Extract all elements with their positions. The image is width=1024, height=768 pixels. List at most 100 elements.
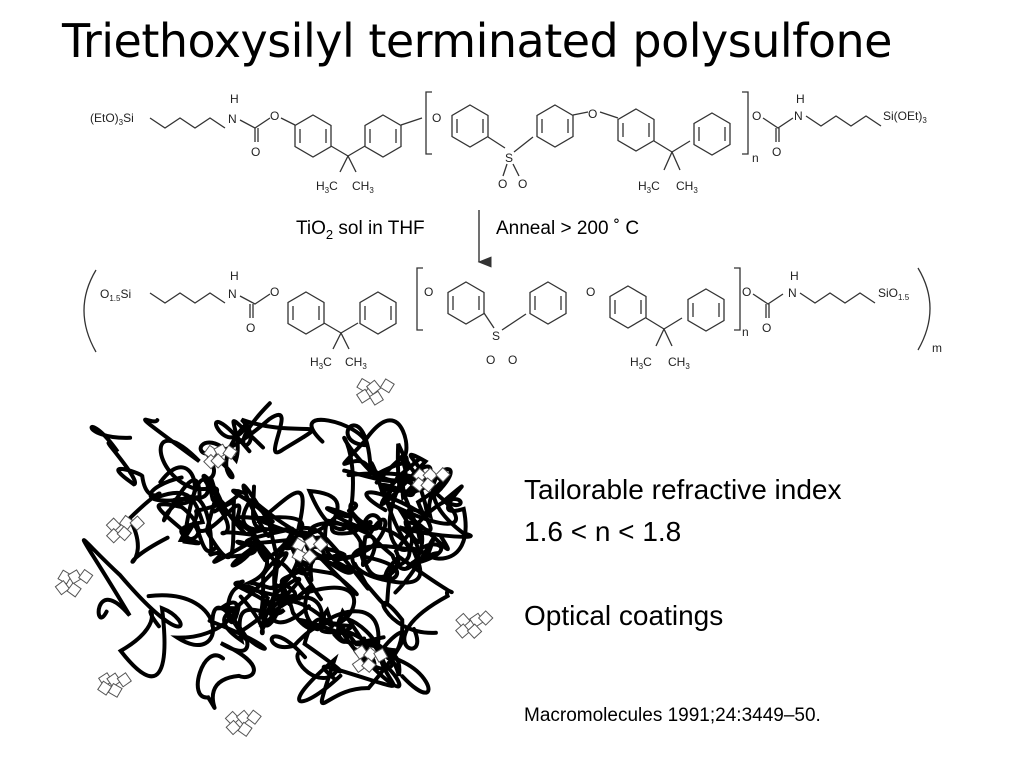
tio2-cluster-square xyxy=(237,721,253,737)
tio2-cluster-square xyxy=(351,657,368,674)
tio2-cluster-square xyxy=(210,453,226,469)
phenyl-ring-3 xyxy=(451,104,489,148)
phenyl-ring-b3 xyxy=(447,281,485,325)
ether-o-b2: O xyxy=(586,285,595,299)
sulfonyl-o-b1: O xyxy=(486,353,495,367)
tio2-cluster-square xyxy=(67,569,83,585)
reagent-label: TiO2 sol in THF xyxy=(296,218,425,242)
ether-o-b1: O xyxy=(424,285,433,299)
tio2-cluster-square xyxy=(373,647,389,663)
amide-n-left-b: N xyxy=(228,287,237,301)
phenyl-ring-1 xyxy=(294,114,332,158)
polymer-chain xyxy=(309,417,409,484)
sulfonyl-o-1: O xyxy=(498,177,507,191)
carbonyl-o-left: O xyxy=(251,145,260,159)
methyl-label-right: CH3 xyxy=(352,179,374,195)
amide-n-right-b: N xyxy=(788,286,797,300)
phenyl-ring-4 xyxy=(536,104,574,148)
tio2-cluster-square xyxy=(466,623,483,639)
end-group-left-bottom: O1.5Si xyxy=(100,287,131,303)
polymer-chain xyxy=(195,605,256,710)
ester-o-right: O xyxy=(752,109,761,123)
molecule-top: (EtO)3Si H N O O H3C CH3 O S O O O xyxy=(90,91,927,195)
tio2-cluster-square xyxy=(129,515,145,531)
amide-h-right-b: H xyxy=(790,269,799,283)
sulfonyl-s: S xyxy=(505,151,513,165)
condition-label: Anneal > 200 ˚ C xyxy=(496,218,639,239)
outer-paren-right xyxy=(917,267,931,351)
polymer-chain xyxy=(287,584,396,688)
amide-n-right: N xyxy=(794,109,803,123)
tio2-cluster-square xyxy=(368,390,384,406)
tio2-cluster-square xyxy=(362,646,379,663)
sulfonyl-o-2: O xyxy=(518,177,527,191)
ester-o-right-b: O xyxy=(742,285,751,299)
polymer-chain xyxy=(233,526,324,631)
phenyl-ring-b4 xyxy=(529,281,567,325)
tio2-cluster-square xyxy=(54,579,71,596)
phenyl-ring-b1 xyxy=(287,291,325,335)
tio2-cluster-square xyxy=(477,610,494,626)
phenyl-ring-b2 xyxy=(359,291,397,335)
tio2-cluster-square xyxy=(222,444,238,461)
outer-paren-left xyxy=(83,269,97,353)
tio2-cluster-square xyxy=(66,582,82,598)
repeat-bracket-right xyxy=(742,91,749,155)
ether-o-2: O xyxy=(588,107,597,121)
repeat-bracket-left xyxy=(425,91,432,155)
tio2-cluster-square xyxy=(235,709,252,726)
polymer-chain xyxy=(156,476,252,546)
methyl-label-right-2: CH3 xyxy=(676,179,698,195)
tio2-cluster-square xyxy=(435,466,451,483)
molecule-bottom: m O1.5Si H N O O H3C CH3 O S O O O H3C C… xyxy=(83,267,942,371)
bullet-optical-coatings: Optical coatings xyxy=(524,600,724,631)
polymer-chain xyxy=(89,425,170,564)
tio2-cluster-square xyxy=(105,527,122,544)
methyl-label-left-2: H3C xyxy=(638,179,660,195)
carbonyl-o-left-b: O xyxy=(246,321,255,335)
tio2-cluster-square xyxy=(116,525,133,542)
tio2-cluster-square xyxy=(365,379,382,396)
repeat-m: m xyxy=(932,341,942,355)
polymer-chain xyxy=(143,417,242,560)
phenyl-ring-6 xyxy=(693,112,731,156)
tio2-cluster-square xyxy=(106,672,122,688)
methyl-b1: H3C xyxy=(310,355,332,371)
tio2-cluster-square xyxy=(224,710,241,727)
sulfonyl-o-b2: O xyxy=(508,353,517,367)
amide-h-left: H xyxy=(230,92,239,106)
tio2-cluster-square xyxy=(301,548,318,565)
tio2-cluster-square xyxy=(361,657,377,674)
ester-o-left: O xyxy=(270,109,279,123)
end-group-right-bottom: SiO1.5 xyxy=(878,286,910,302)
tio2-cluster-square xyxy=(107,682,123,698)
tio2-cluster-square xyxy=(105,517,122,533)
tio2-cluster-square xyxy=(355,388,372,404)
tio2-cluster-square xyxy=(455,612,471,629)
phenyl-ring-b6 xyxy=(687,288,725,332)
phenyl-ring-2 xyxy=(364,114,402,158)
methyl-b3: H3C xyxy=(630,355,652,371)
ester-o-left-b: O xyxy=(270,285,279,299)
polymer-network-illustration xyxy=(54,377,494,737)
amide-h-right: H xyxy=(796,92,805,106)
citation: Macromolecules 1991;24:3449–50. xyxy=(524,705,821,726)
end-group-left: (EtO)3Si xyxy=(90,111,134,127)
bullet-index-range: 1.6 < n < 1.8 xyxy=(524,516,682,547)
polymer-chain xyxy=(198,401,315,465)
end-group-right: Si(OEt)3 xyxy=(883,109,927,125)
propyl-chain-right xyxy=(805,115,882,127)
tio2-cluster-square xyxy=(225,719,242,736)
carbonyl-o-right-b: O xyxy=(762,321,771,335)
phenyl-ring-b5 xyxy=(609,285,647,329)
tio2-cluster-square xyxy=(455,623,471,639)
carbonyl-o-right: O xyxy=(772,145,781,159)
polymer-chain xyxy=(323,518,454,651)
amide-n-left: N xyxy=(228,112,237,126)
propyl-chain-left xyxy=(149,117,226,129)
tio2-cluster-square xyxy=(312,536,329,553)
polymer-chain xyxy=(374,452,458,526)
methyl-b2: CH3 xyxy=(345,355,367,371)
methyl-label-left: H3C xyxy=(316,179,338,195)
